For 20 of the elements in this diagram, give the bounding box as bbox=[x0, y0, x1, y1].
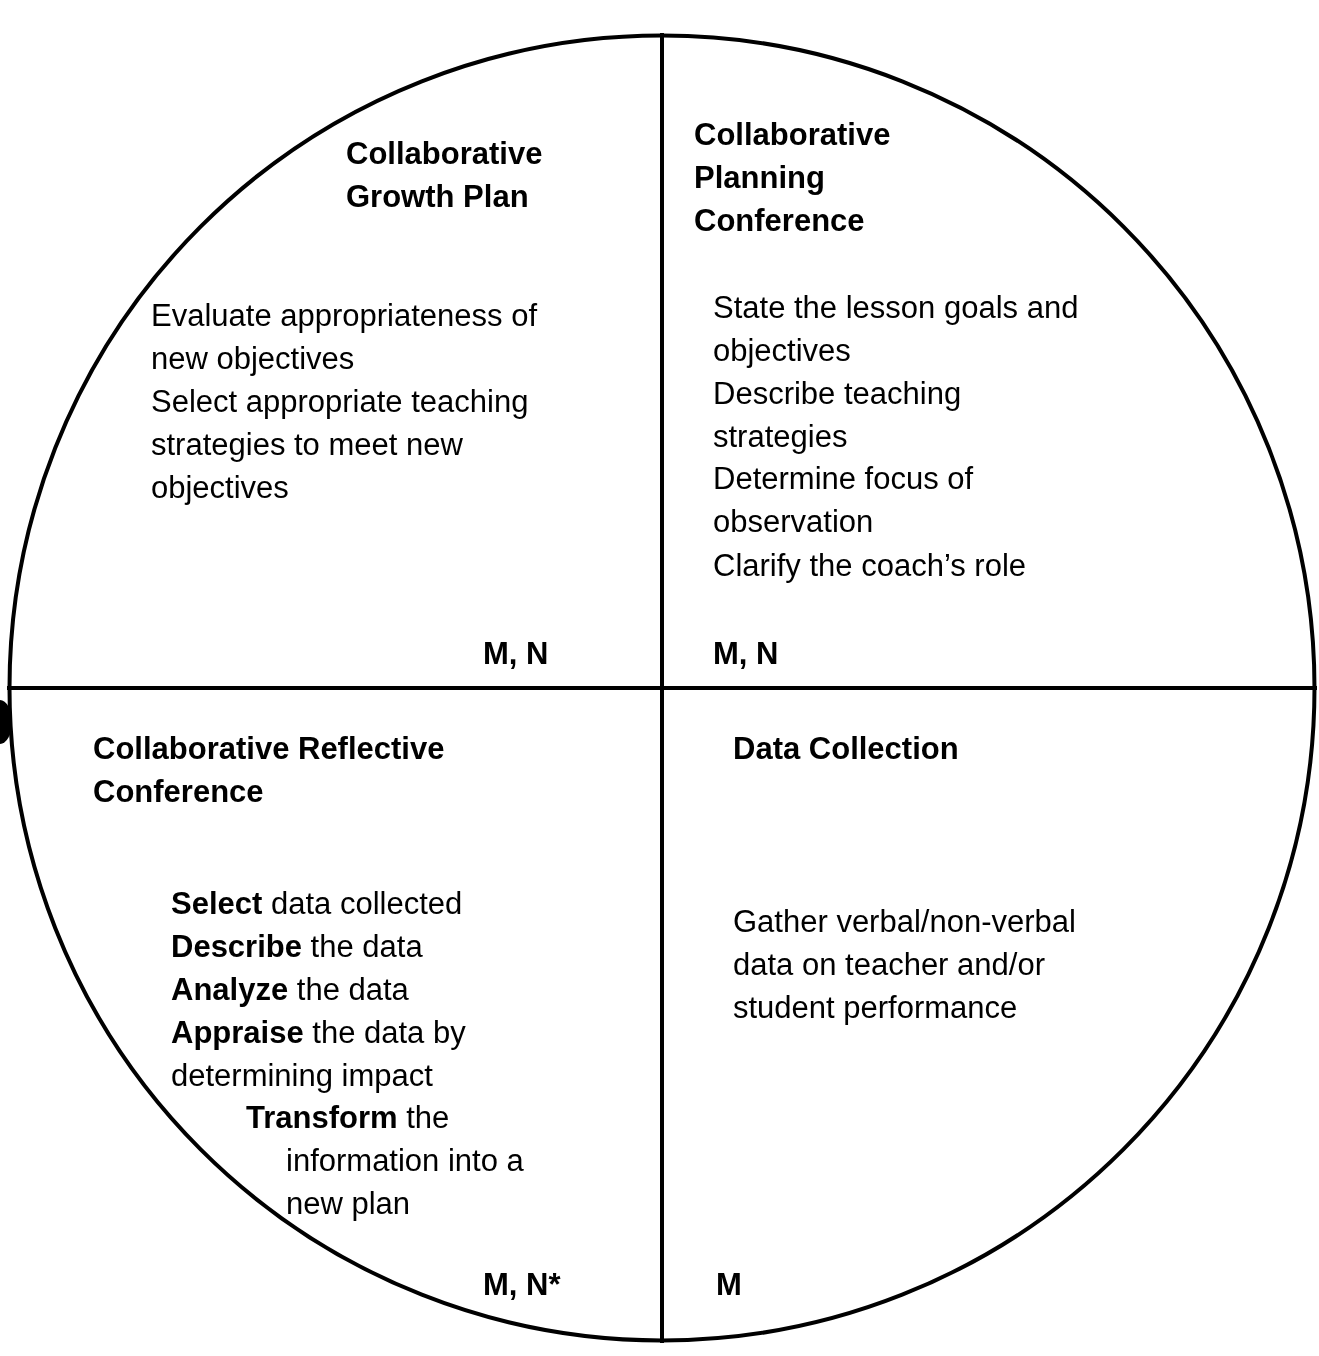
participant-code: M bbox=[716, 1266, 743, 1304]
cycle-circle bbox=[7, 33, 1317, 1343]
step-text: Select data collected bbox=[171, 885, 464, 923]
participant-code: M, N bbox=[713, 635, 780, 673]
step-text: State the lesson goals and objectives bbox=[713, 289, 1080, 370]
step-text: Transform the information into a new plan bbox=[246, 1099, 525, 1223]
step-text: Evaluate appropriateness of new objectives bbox=[151, 297, 539, 378]
step-text: Select appropriate teaching strategies to meet new objectives bbox=[151, 383, 530, 507]
quadrant-heading: Collaborative Planning Conference bbox=[694, 116, 892, 240]
step-text: Analyze the data bbox=[171, 971, 410, 1009]
step-text: Clarify the coach’s role bbox=[713, 547, 1027, 585]
step-text: Describe teaching strategies bbox=[713, 375, 963, 456]
quadrant-heading: Collaborative Reflective Conference bbox=[93, 730, 446, 811]
step-text: Describe the data bbox=[171, 928, 424, 966]
step-text: Gather verbal/non-verbal data on teacher and/or student performance bbox=[733, 903, 1077, 1027]
quadrant-heading: Data Collection bbox=[733, 730, 960, 768]
quadrant-heading: Collaborative Growth Plan bbox=[346, 135, 544, 216]
participant-code: M, N* bbox=[483, 1266, 562, 1304]
step-text: Determine focus of observation bbox=[713, 460, 975, 541]
participant-code: M, N bbox=[483, 635, 550, 673]
